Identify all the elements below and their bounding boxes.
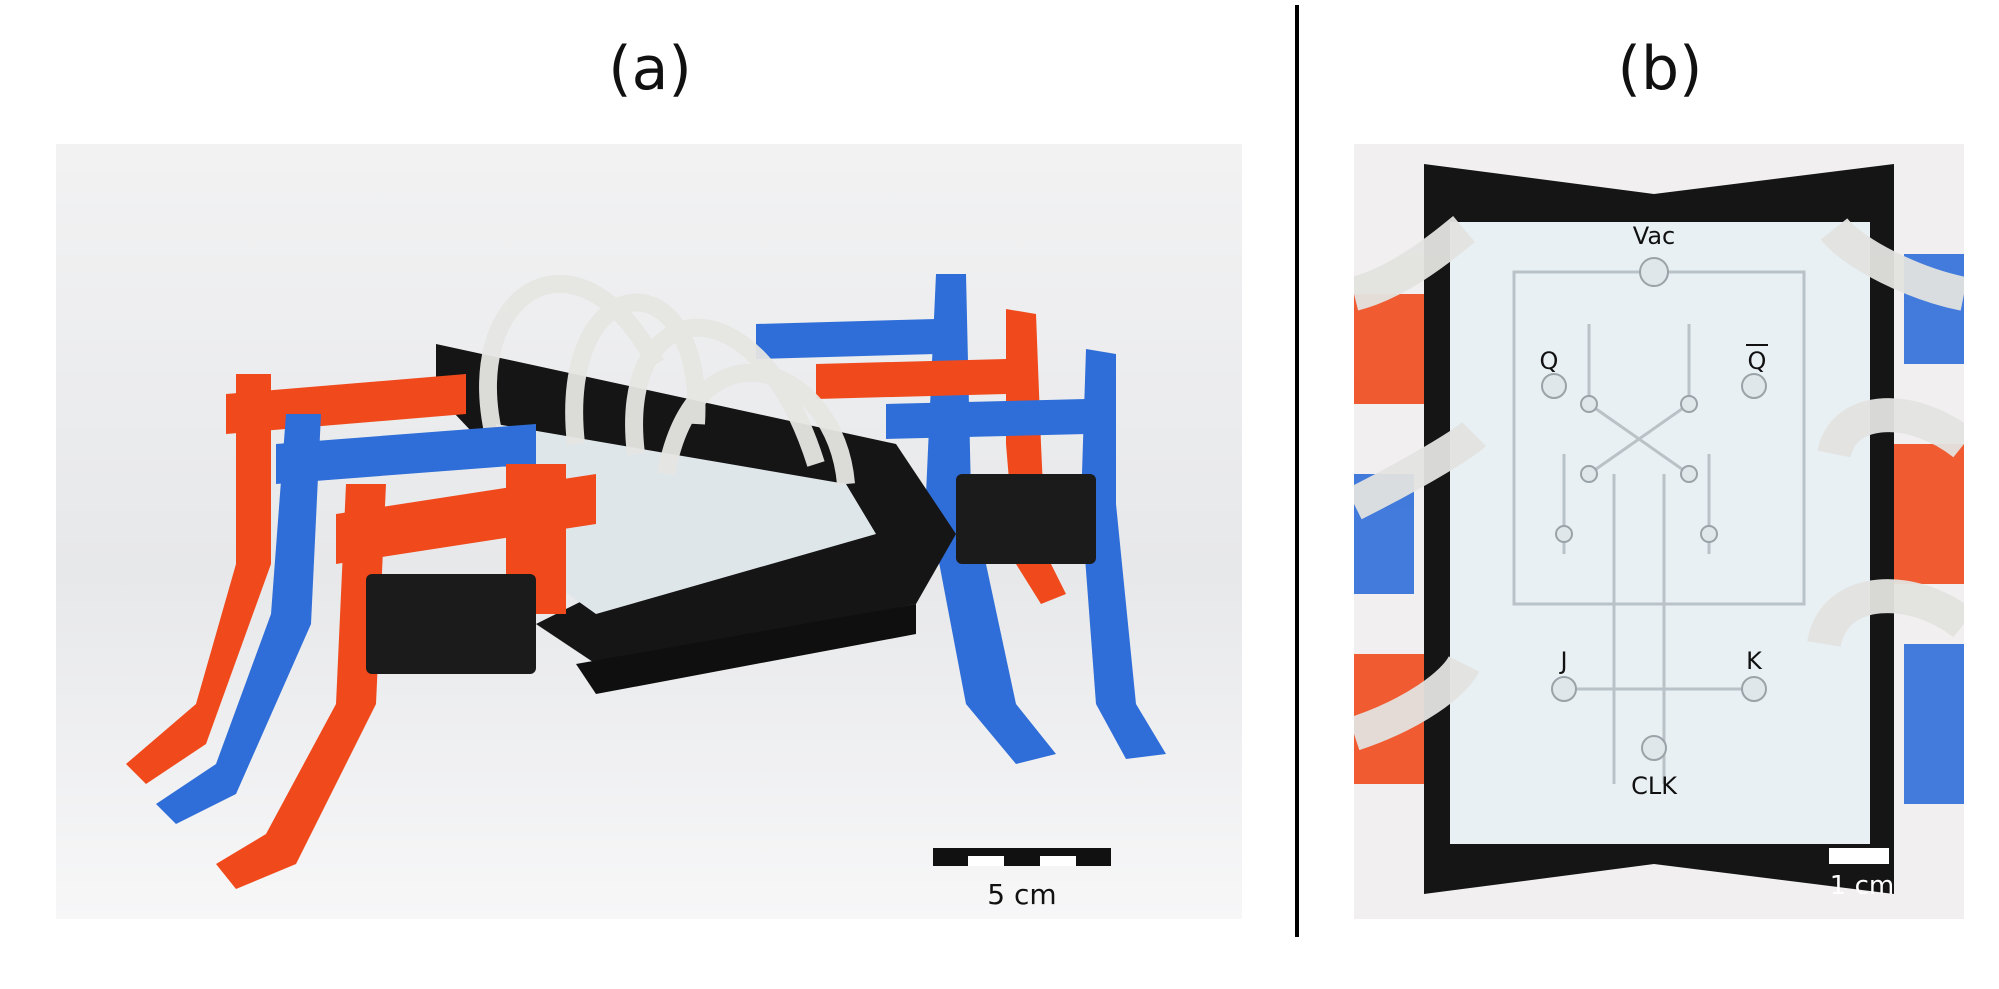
motor-left (366, 574, 536, 674)
chip-labels: Vac Q Q J K CLK (1540, 222, 1768, 800)
label-j: J (1558, 647, 1567, 675)
silicone-tubing (479, 274, 855, 485)
label-k: K (1746, 647, 1763, 675)
chip-ports (1541, 257, 1767, 761)
chip-channels (1512, 270, 1806, 784)
scale-bar-a: 5 cm (933, 848, 1111, 911)
chip-illustration: Vac Q Q J K CLK 1 cm (1354, 144, 1964, 919)
scale-bar-b-label: 1 cm (1830, 871, 1894, 901)
scale-bar-a-label: 5 cm (987, 878, 1056, 911)
label-q-bar: Q (1748, 347, 1767, 375)
motor-right (956, 474, 1096, 564)
chip-photo: Vac Q Q J K CLK 1 cm (1354, 144, 1964, 919)
robot-photo: 5 cm (56, 144, 1242, 919)
label-vac: Vac (1633, 222, 1675, 250)
panel-b-label: (b) (1617, 34, 1703, 104)
blue-leg-back (756, 274, 1056, 764)
panel-divider (1295, 5, 1299, 937)
panel-a-label: (a) (608, 34, 692, 104)
blue-leg-front-right (886, 349, 1166, 759)
blue-leg-left (156, 414, 536, 824)
label-clk: CLK (1631, 772, 1678, 800)
chip-tubing (1354, 215, 1964, 751)
scale-bar-b: 1 cm (1829, 848, 1894, 901)
label-q: Q (1540, 347, 1559, 375)
robot-illustration: 5 cm (56, 144, 1242, 919)
